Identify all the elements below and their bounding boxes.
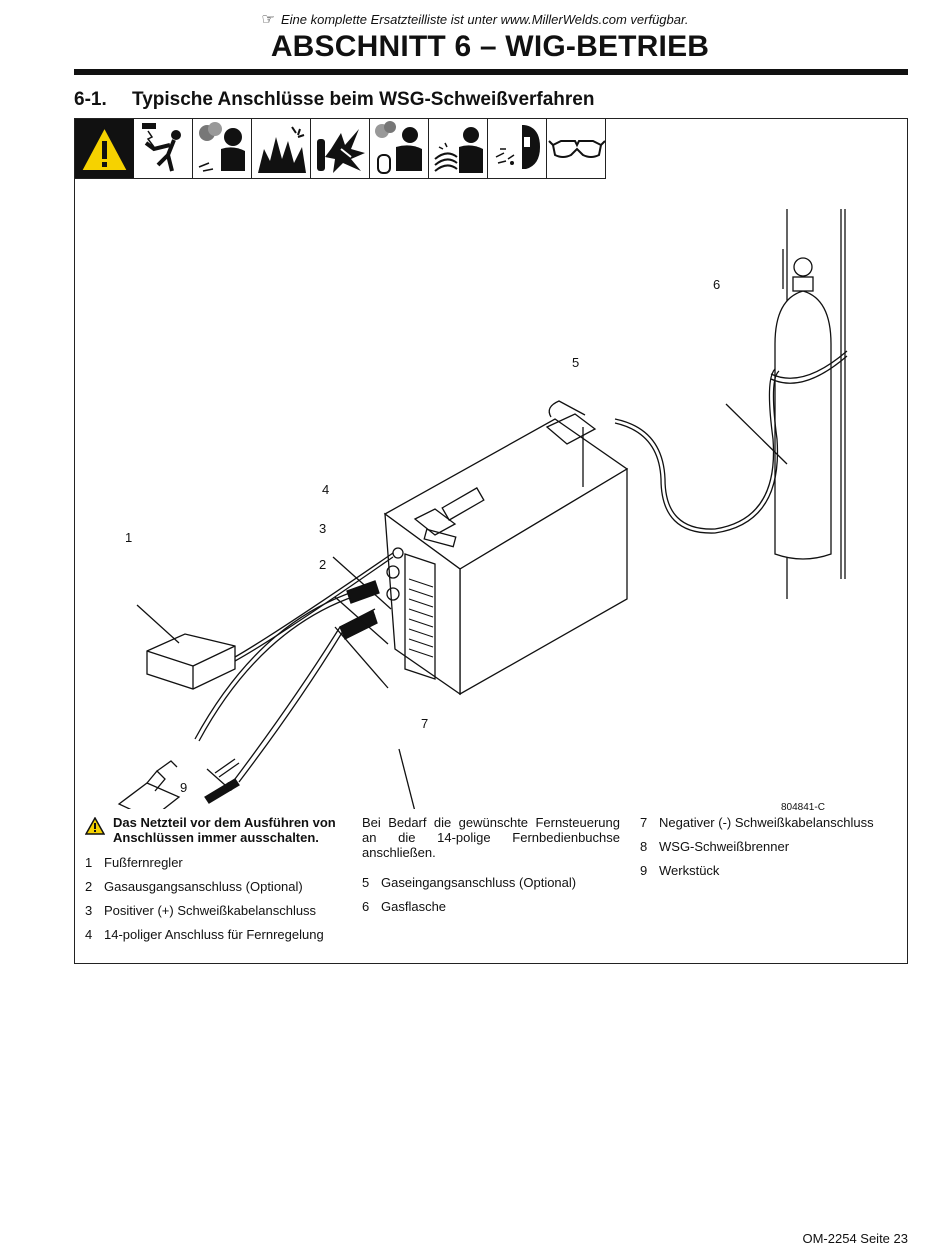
safety-warning: Das Netzteil vor dem Ausführen von Ansch… xyxy=(85,815,350,845)
diagram-illustration xyxy=(117,209,848,899)
legend-column-1: Das Netzteil vor dem Ausführen von Ansch… xyxy=(85,815,350,951)
electric-shock-icon xyxy=(134,119,193,179)
section-heading: 6-1. Typische Anschlüsse beim WSG-Schweiß… xyxy=(74,89,594,111)
callout-1: 1 xyxy=(125,530,133,545)
callout-8: 8 xyxy=(226,779,234,794)
fumes-icon xyxy=(193,119,252,179)
pointing-hand-icon: ☞ xyxy=(261,11,275,28)
remote-control-note: Bei Bedarf die gewünschte Fernsteuerung … xyxy=(362,815,620,860)
drawing-number: 804841-C xyxy=(781,802,825,813)
gas-cylinder-fumes-icon xyxy=(370,119,429,179)
parts-list-note: ☞Eine komplette Ersatzteilliste ist unte… xyxy=(261,11,689,28)
title-rule xyxy=(74,69,908,75)
page-title: ABSCHNITT 6 – WIG-BETRIEB xyxy=(270,30,710,63)
callout-9: 9 xyxy=(180,780,188,795)
fire-explosion-icon xyxy=(252,119,311,179)
callout-2: 2 xyxy=(319,557,327,572)
caution-triangle-icon xyxy=(85,817,105,835)
cylinder-explosion-icon xyxy=(311,119,370,179)
safety-glasses-icon xyxy=(547,119,606,179)
connection-diagram: 1 2 3 4 5 6 7 8 9 804841-C xyxy=(75,179,907,899)
legend-column-2: Bei Bedarf die gewünschte Fernsteuerung … xyxy=(362,815,620,923)
callout-4: 4 xyxy=(322,482,330,497)
section-title: Typische Anschlüsse beim WSG-Schweißverf… xyxy=(132,89,595,110)
warning-triangle-icon xyxy=(75,119,134,179)
figure-frame: 1 2 3 4 5 6 7 8 9 804841-C Das Netzteil … xyxy=(74,118,908,964)
callout-6: 6 xyxy=(713,277,721,292)
welding-helmet-icon xyxy=(488,119,547,179)
page-footer: OM-2254 Seite 23 xyxy=(802,1231,908,1246)
arc-rays-icon xyxy=(429,119,488,179)
callout-7: 7 xyxy=(421,716,429,731)
callout-5: 5 xyxy=(572,355,580,370)
section-number: 6-1. xyxy=(74,89,107,110)
safety-icon-strip xyxy=(75,119,606,179)
callout-3: 3 xyxy=(319,521,327,536)
